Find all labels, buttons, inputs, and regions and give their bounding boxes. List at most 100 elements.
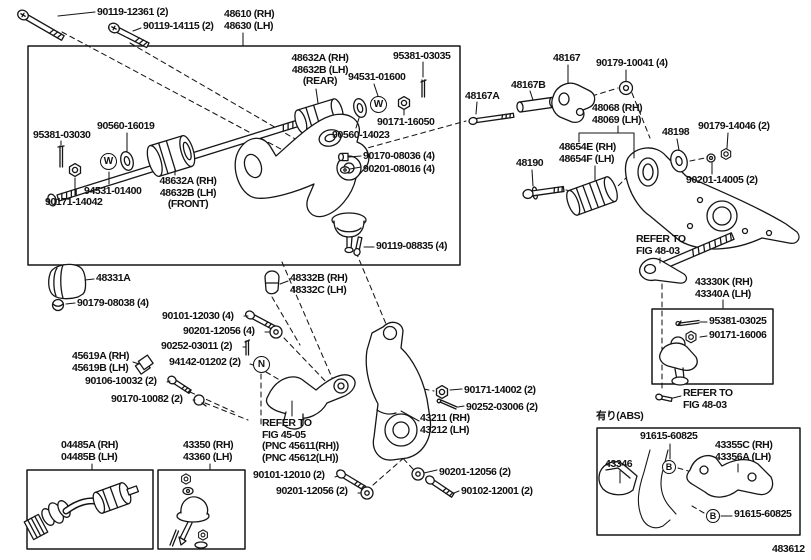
- knuckle-arm-45611-drawing: [265, 374, 356, 430]
- camber-arm-04485-drawing: [23, 482, 140, 541]
- bump-stop-48331A-drawing: [48, 263, 87, 300]
- label-48167B: 48167B: [511, 79, 546, 91]
- cotter-pin-95381-03025-drawing: [675, 319, 700, 327]
- label-90171-14002: 90171-14002 (2): [464, 384, 536, 396]
- bolt-48167A-drawing: [468, 112, 515, 126]
- label-43350-43360: 43350 (RH) 43360 (LH): [183, 439, 234, 463]
- label-48198: 48198: [662, 126, 690, 138]
- label-90170-10082: 90170-10082 (2): [111, 393, 183, 405]
- washer-marker-W-rear: W: [370, 96, 387, 113]
- label-90201-08016: 90201-08016 (4): [363, 163, 435, 175]
- label-04485A-B: 04485A (RH) 04485B (LH): [61, 439, 119, 463]
- label-95381-03030: 95381-03030: [33, 129, 91, 141]
- collar-48167B-drawing: [516, 96, 557, 113]
- label-90201-12056-b: 90201-12056 (2): [276, 485, 348, 497]
- pin-90252-03006-drawing: [436, 398, 458, 410]
- label-90102-12001: 90102-12001 (2): [461, 485, 533, 497]
- label-90201-14005: 90201-14005 (2): [686, 174, 758, 186]
- abs-bracket-box: [596, 427, 801, 536]
- drawing-number: 483612: [772, 543, 805, 555]
- label-94531-01600: 94531-01600: [348, 71, 406, 83]
- label-90171-16050: 90171-16050: [377, 116, 435, 128]
- upper-arm-assembly-box: [27, 45, 461, 266]
- label-90170-08036: 90170-08036 (4): [363, 150, 435, 162]
- nut-90201-08016-drawing: [339, 166, 351, 174]
- bolt-marker-B-bottom: B: [706, 509, 720, 523]
- bolt-90102-12001-drawing: [425, 475, 455, 498]
- label-refer-fig48-03-bottom: REFER TO FIG 48-03: [683, 387, 733, 411]
- bracket-43346-drawing: [598, 461, 638, 496]
- assembly-dashed-lines: [61, 31, 706, 514]
- bolt-90119-08835-drawing: [353, 236, 363, 257]
- label-refer-fig45-05: REFER TO FIG 45-05 (PNC 45611(RH)) (PNC …: [262, 417, 339, 464]
- bolt-90106-10032-drawing: [167, 375, 192, 395]
- bolt-90119-14115-drawing: [108, 22, 150, 49]
- cotter-pin-95381-03030-drawing: [57, 145, 65, 168]
- label-90106-10032: 90106-10032 (2): [85, 375, 157, 387]
- label-43346: 43346: [605, 458, 633, 470]
- label-45619A-B: 45619A (RH) 45619B (LH): [72, 350, 130, 374]
- label-48632-front: 48632A (RH) 48632B (LH) (FRONT): [159, 175, 217, 210]
- label-90171-14042: 90171-14042: [45, 196, 103, 208]
- label-90252-03006: 90252-03006 (2): [466, 401, 538, 413]
- washer-90179-10041-drawing: [618, 80, 634, 96]
- label-94531-01400: 94531-01400: [84, 185, 142, 197]
- bolt-refer-fig4803-drawing: [655, 393, 673, 403]
- washer-90201-12056-c-drawing: [411, 467, 425, 481]
- label-48190: 48190: [516, 157, 544, 169]
- label-94142-01202: 94142-01202 (2): [169, 356, 241, 368]
- nut-90171-14042-drawing: [68, 162, 82, 178]
- nut-90171-14002-drawing: [435, 384, 449, 400]
- label-90201-12056-c: 90201-12056 (2): [439, 466, 511, 478]
- balljoint-kit-43350-drawing: [169, 473, 210, 549]
- label-95381-03035: 95381-03035: [393, 50, 451, 62]
- bolt-48190-drawing: [522, 185, 565, 200]
- label-90179-10041: 90179-10041 (4): [596, 57, 668, 69]
- ball-90170-10082-drawing: [193, 394, 207, 407]
- knuckle-43211-drawing: [365, 321, 432, 461]
- bump-stop-48332B-drawing: [264, 270, 280, 295]
- strut-rod-drawing: [639, 232, 735, 284]
- washer-90179-14046-drawing: [706, 153, 716, 163]
- nut-marker-N: N: [253, 356, 270, 373]
- label-90201-12056-a: 90201-12056 (4): [183, 325, 255, 337]
- nut-90201-14005-drawing: [720, 148, 732, 160]
- bolt-90170-08036-drawing: [337, 152, 349, 162]
- pin-90252-03011-drawing: [244, 339, 251, 356]
- label-90101-12030: 90101-12030 (4): [162, 310, 234, 322]
- clip-90179-08038-drawing: [51, 298, 65, 312]
- washer-90560-14023-drawing: [353, 98, 367, 118]
- shims-45619-drawing: [134, 354, 154, 375]
- label-48610-48630: 48610 (RH) 48630 (LH): [224, 8, 275, 32]
- label-abs-note: 有り(ABS): [596, 410, 644, 422]
- label-90252-03011: 90252-03011 (2): [161, 340, 233, 352]
- front-bushing-48632-drawing: [146, 134, 196, 178]
- label-90179-14046: 90179-14046 (2): [698, 120, 770, 132]
- nut-90171-16050-drawing: [397, 95, 411, 111]
- label-43330K-43340A: 43330K (RH) 43340A (LH): [695, 276, 753, 300]
- label-90560-14023: 90560-14023: [332, 129, 390, 141]
- label-48632-rear: 48632A (RH) 48632B (LH) (REAR): [291, 52, 349, 87]
- label-43355C-43356A: 43355C (RH) 43356A (LH): [715, 439, 773, 463]
- lower-balljoint-box: [651, 308, 774, 385]
- label-90101-12010: 90101-12010 (2): [253, 469, 325, 481]
- label-90171-16006: 90171-16006: [709, 329, 767, 341]
- label-90560-16019: 90560-16019: [97, 120, 155, 132]
- label-48167: 48167: [553, 52, 581, 64]
- lower-balljoint-43330K-drawing: [659, 336, 698, 386]
- bushing-48654-drawing: [566, 176, 618, 216]
- label-48332B-C: 48332B (RH) 48332C (LH): [290, 272, 348, 296]
- washer-90560-16019-drawing: [120, 151, 134, 171]
- label-48068-48069: 48068 (RH) 48069 (LH): [592, 102, 643, 126]
- label-90119-12361: 90119-12361 (2): [97, 6, 169, 18]
- label-refer-fig48-03-top: REFER TO FIG 48-03: [636, 233, 686, 257]
- cotter-pin-95381-03035-drawing: [420, 79, 427, 98]
- label-48331A: 48331A: [96, 272, 131, 284]
- leader-lines: [57, 11, 739, 517]
- label-91615-60825-bottom: 91615-60825: [734, 508, 792, 520]
- upper-balljoint-drawing: [331, 212, 367, 254]
- washer-90201-12056-a-drawing: [269, 325, 283, 339]
- label-90119-08835: 90119-08835 (4): [376, 240, 448, 252]
- washer-48198-drawing: [670, 149, 688, 173]
